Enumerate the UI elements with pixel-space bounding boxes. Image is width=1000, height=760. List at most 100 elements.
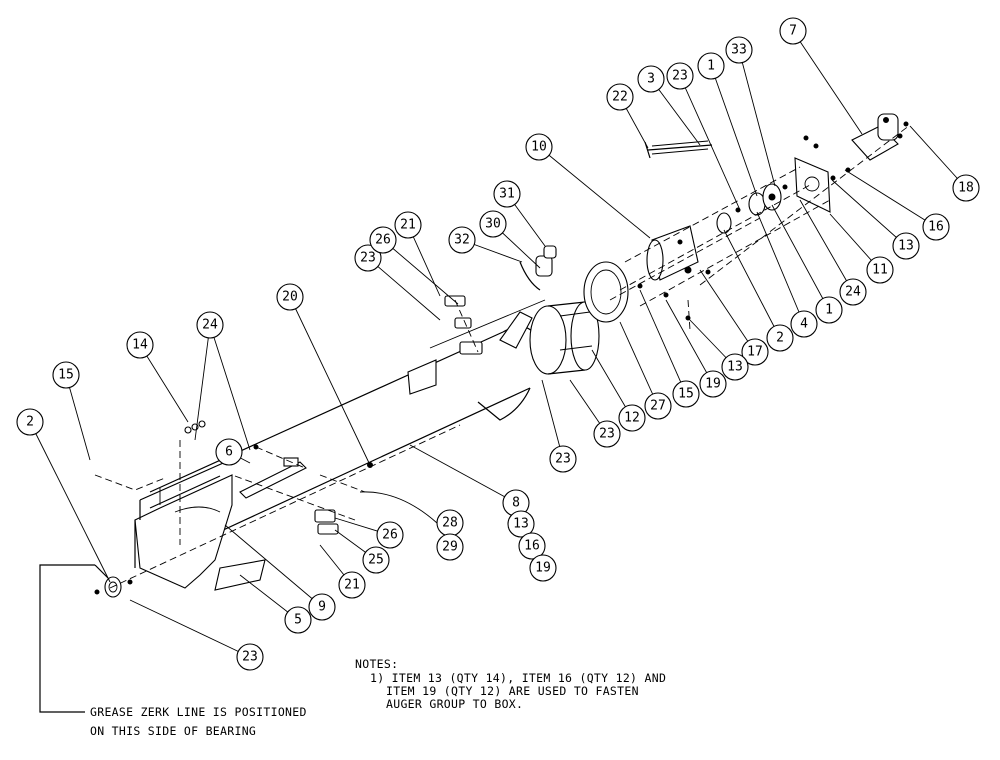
callout-15-mid: 15: [672, 380, 700, 408]
callout-19-low: 19: [529, 554, 557, 582]
svg-text:7: 7: [789, 24, 797, 39]
callout-5: 5: [284, 606, 312, 634]
svg-text:24: 24: [202, 318, 218, 333]
callout-33: 33: [725, 36, 753, 64]
leader-lines: [29, 30, 967, 713]
callout-12: 12: [618, 404, 646, 432]
svg-text:17: 17: [747, 345, 763, 360]
svg-text:27: 27: [650, 399, 666, 414]
svg-text:11: 11: [872, 263, 888, 278]
callout-3: 3: [637, 65, 665, 93]
callout-1-right: 1: [815, 296, 843, 324]
callout-7: 7: [779, 17, 807, 45]
bearing-parts: [716, 183, 782, 234]
svg-text:2: 2: [26, 415, 34, 430]
callout-27: 27: [644, 392, 672, 420]
callout-26-low: 26: [376, 521, 404, 549]
mounting-plate: [794, 157, 831, 213]
notes-block: NOTES: 1) ITEM 13 (QTY 14), ITEM 16 (QTY…: [355, 657, 666, 711]
callout-24-left: 24: [196, 311, 224, 339]
svg-text:1: 1: [707, 59, 715, 74]
callout-15-left: 15: [52, 361, 80, 389]
grease-zerk-note: GREASE ZERK LINE IS POSITIONED ON THIS S…: [90, 705, 307, 738]
chain-rod: [644, 140, 713, 159]
hopper-box: [134, 459, 233, 589]
svg-text:9: 9: [318, 600, 326, 615]
callout-13-low: 13: [507, 510, 535, 538]
svg-text:10: 10: [531, 140, 547, 155]
svg-text:16: 16: [524, 539, 540, 554]
clamp-upper: [444, 295, 483, 355]
svg-text:13: 13: [898, 239, 914, 254]
svg-text:3: 3: [647, 72, 655, 87]
spout-pipe: [499, 311, 533, 349]
spacer-bar: [239, 457, 307, 499]
gearbox-housing: [646, 225, 699, 281]
svg-text:19: 19: [705, 377, 721, 392]
svg-text:15: 15: [678, 387, 694, 402]
svg-text:28: 28: [442, 516, 458, 531]
callout-10: 10: [525, 133, 553, 161]
notes-line-1: 1) ITEM 13 (QTY 14), ITEM 16 (QTY 12) AN…: [370, 671, 666, 685]
callout-21-top: 21: [394, 211, 422, 239]
svg-text:21: 21: [344, 578, 360, 593]
callout-32: 32: [448, 226, 476, 254]
callout-9: 9: [308, 593, 336, 621]
svg-text:2: 2: [776, 331, 784, 346]
svg-text:23: 23: [360, 251, 376, 266]
gasket-ring: [583, 261, 629, 323]
callout-29: 29: [436, 533, 464, 561]
mount-bracket: [407, 359, 437, 395]
assembly-lines: [94, 124, 911, 589]
notes-line-3: AUGER GROUP TO BOX.: [386, 697, 523, 711]
callout-2-left: 2: [16, 408, 44, 436]
svg-text:5: 5: [294, 613, 302, 628]
callout-28: 28: [436, 509, 464, 537]
callout-18: 18: [952, 174, 980, 202]
callout-17: 17: [741, 338, 769, 366]
svg-text:15: 15: [58, 368, 74, 383]
callout-14: 14: [126, 331, 154, 359]
svg-text:21: 21: [400, 218, 416, 233]
svg-text:30: 30: [485, 217, 501, 232]
notes-line-2: ITEM 19 (QTY 12) ARE USED TO FASTEN: [386, 684, 639, 698]
svg-text:29: 29: [442, 540, 458, 555]
svg-text:20: 20: [282, 290, 298, 305]
hydraulic-motor: [851, 113, 899, 161]
svg-text:33: 33: [731, 43, 747, 58]
hardware-bolts: [94, 121, 909, 595]
svg-text:23: 23: [599, 427, 615, 442]
svg-text:13: 13: [513, 517, 529, 532]
grease-note-line-2: ON THIS SIDE OF BEARING: [90, 724, 256, 738]
svg-text:23: 23: [672, 69, 688, 84]
svg-text:18: 18: [958, 181, 974, 196]
callout-22: 22: [606, 83, 634, 111]
svg-text:24: 24: [845, 285, 861, 300]
callout-16-right: 16: [922, 213, 950, 241]
callout-23-mid: 23: [354, 244, 382, 272]
svg-text:26: 26: [382, 528, 398, 543]
callout-2-right: 2: [766, 324, 794, 352]
callout-6: 6: [215, 438, 243, 466]
callout-4: 4: [790, 310, 818, 338]
callout-24-right: 24: [839, 278, 867, 306]
callout-25: 25: [362, 546, 390, 574]
callout-1-top: 1: [697, 52, 725, 80]
grease-note-line-1: GREASE ZERK LINE IS POSITIONED: [90, 705, 307, 719]
callout-11: 11: [866, 256, 894, 284]
svg-text:25: 25: [368, 553, 384, 568]
callout-30: 30: [479, 210, 507, 238]
callout-13-right: 13: [892, 232, 920, 260]
svg-text:14: 14: [132, 338, 148, 353]
notes-heading: NOTES:: [355, 657, 398, 671]
callout-26-top: 26: [369, 226, 397, 254]
callout-16-low: 16: [518, 532, 546, 560]
callout-19-mid: 19: [699, 370, 727, 398]
callout-23-low1: 23: [593, 420, 621, 448]
svg-text:32: 32: [454, 233, 470, 248]
svg-text:13: 13: [727, 360, 743, 375]
auger-flighting: [529, 301, 600, 375]
callout-31: 31: [493, 180, 521, 208]
callout-23-low2: 23: [549, 445, 577, 473]
